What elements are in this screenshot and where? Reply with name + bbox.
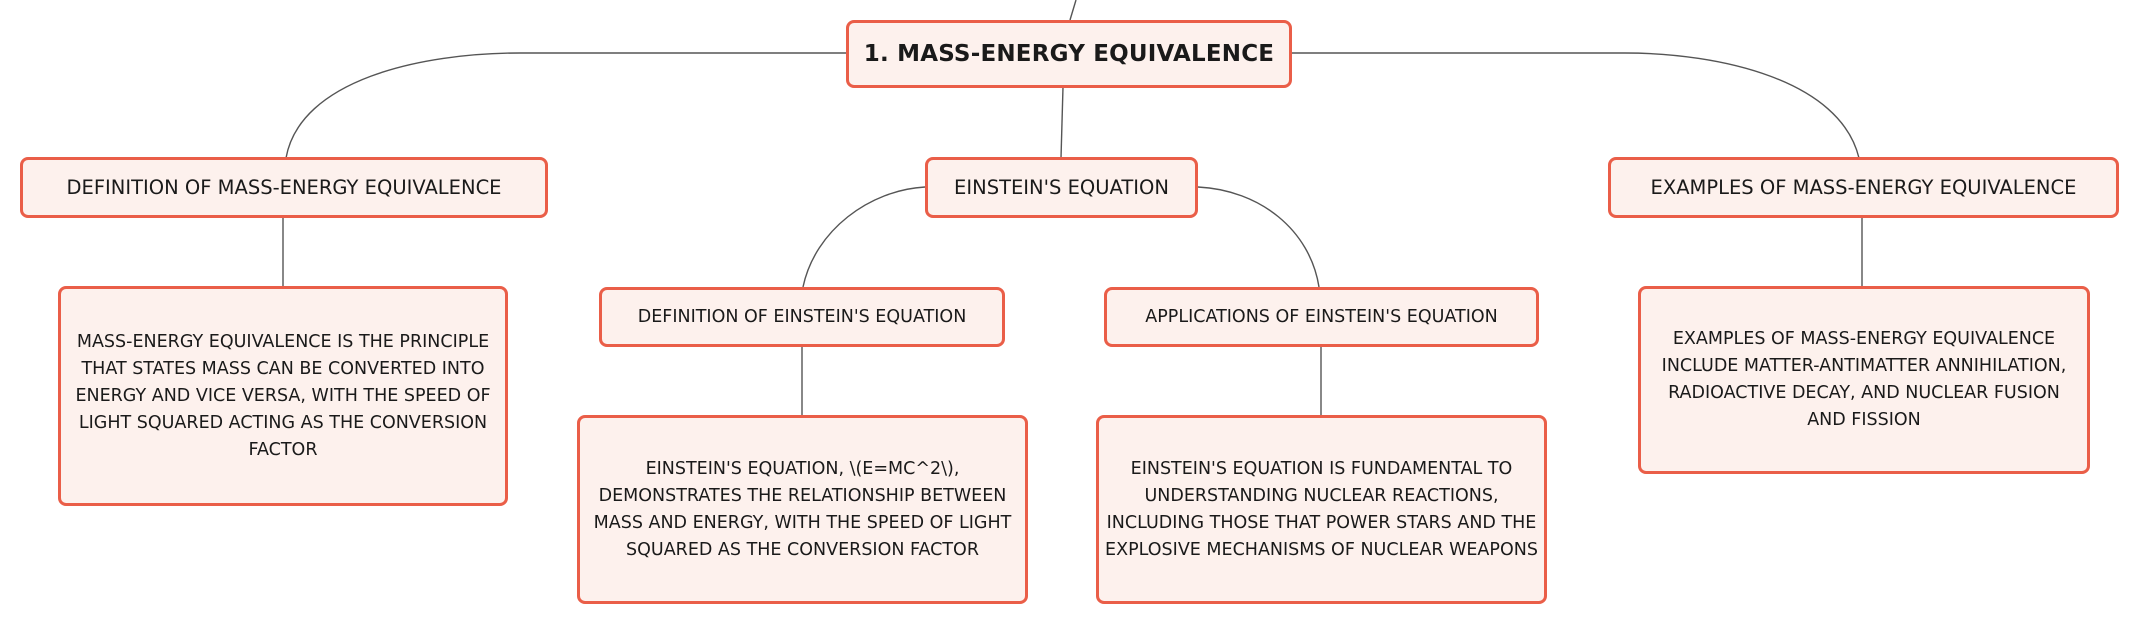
- examples-detail-text: EXAMPLES OF MASS-ENERGY EQUIVALENCE INCL…: [1661, 329, 2067, 430]
- connector-parent-to-root: [1069, 0, 1077, 21]
- definition-detail-node[interactable]: MASS-ENERGY EQUIVALENCE IS THE PRINCIPLE…: [58, 286, 508, 506]
- connector-equation-to-eq-definition: [802, 186, 926, 288]
- branch-examples-label: EXAMPLES OF MASS-ENERGY EQUIVALENCE: [1650, 176, 2077, 199]
- branch-equation-label: EINSTEIN'S EQUATION: [954, 176, 1169, 199]
- connector-root-to-examples: [1292, 52, 1860, 159]
- equation-definition-label: DEFINITION OF EINSTEIN'S EQUATION: [637, 307, 967, 327]
- equation-applications-detail-text: EINSTEIN'S EQUATION IS FUNDAMENTAL TO UN…: [1105, 458, 1538, 560]
- examples-detail-node[interactable]: EXAMPLES OF MASS-ENERGY EQUIVALENCE INCL…: [1638, 286, 2090, 474]
- connector-root-to-definition: [285, 52, 846, 159]
- root-topic-node[interactable]: 1. MASS-ENERGY EQUIVALENCE: [846, 20, 1292, 88]
- branch-definition-label: DEFINITION OF MASS-ENERGY EQUIVALENCE: [66, 176, 502, 199]
- equation-definition-node[interactable]: DEFINITION OF EINSTEIN'S EQUATION: [599, 287, 1005, 347]
- equation-definition-detail-node[interactable]: EINSTEIN'S EQUATION, \(E=MC^2\), DEMONST…: [577, 415, 1028, 604]
- equation-definition-detail-text: EINSTEIN'S EQUATION, \(E=MC^2\), DEMONST…: [593, 458, 1012, 560]
- connector-root-to-equation: [1060, 86, 1064, 159]
- branch-examples-node[interactable]: EXAMPLES OF MASS-ENERGY EQUIVALENCE: [1608, 157, 2119, 218]
- equation-applications-node[interactable]: APPLICATIONS OF EINSTEIN'S EQUATION: [1104, 287, 1539, 347]
- equation-applications-detail-node[interactable]: EINSTEIN'S EQUATION IS FUNDAMENTAL TO UN…: [1096, 415, 1547, 604]
- equation-applications-label: APPLICATIONS OF EINSTEIN'S EQUATION: [1145, 307, 1498, 327]
- root-topic-label: 1. MASS-ENERGY EQUIVALENCE: [863, 41, 1275, 67]
- definition-detail-text: MASS-ENERGY EQUIVALENCE IS THE PRINCIPLE…: [75, 331, 491, 460]
- connector-equation-to-eq-applications: [1197, 186, 1320, 288]
- branch-definition-node[interactable]: DEFINITION OF MASS-ENERGY EQUIVALENCE: [20, 157, 548, 218]
- branch-equation-node[interactable]: EINSTEIN'S EQUATION: [925, 157, 1198, 218]
